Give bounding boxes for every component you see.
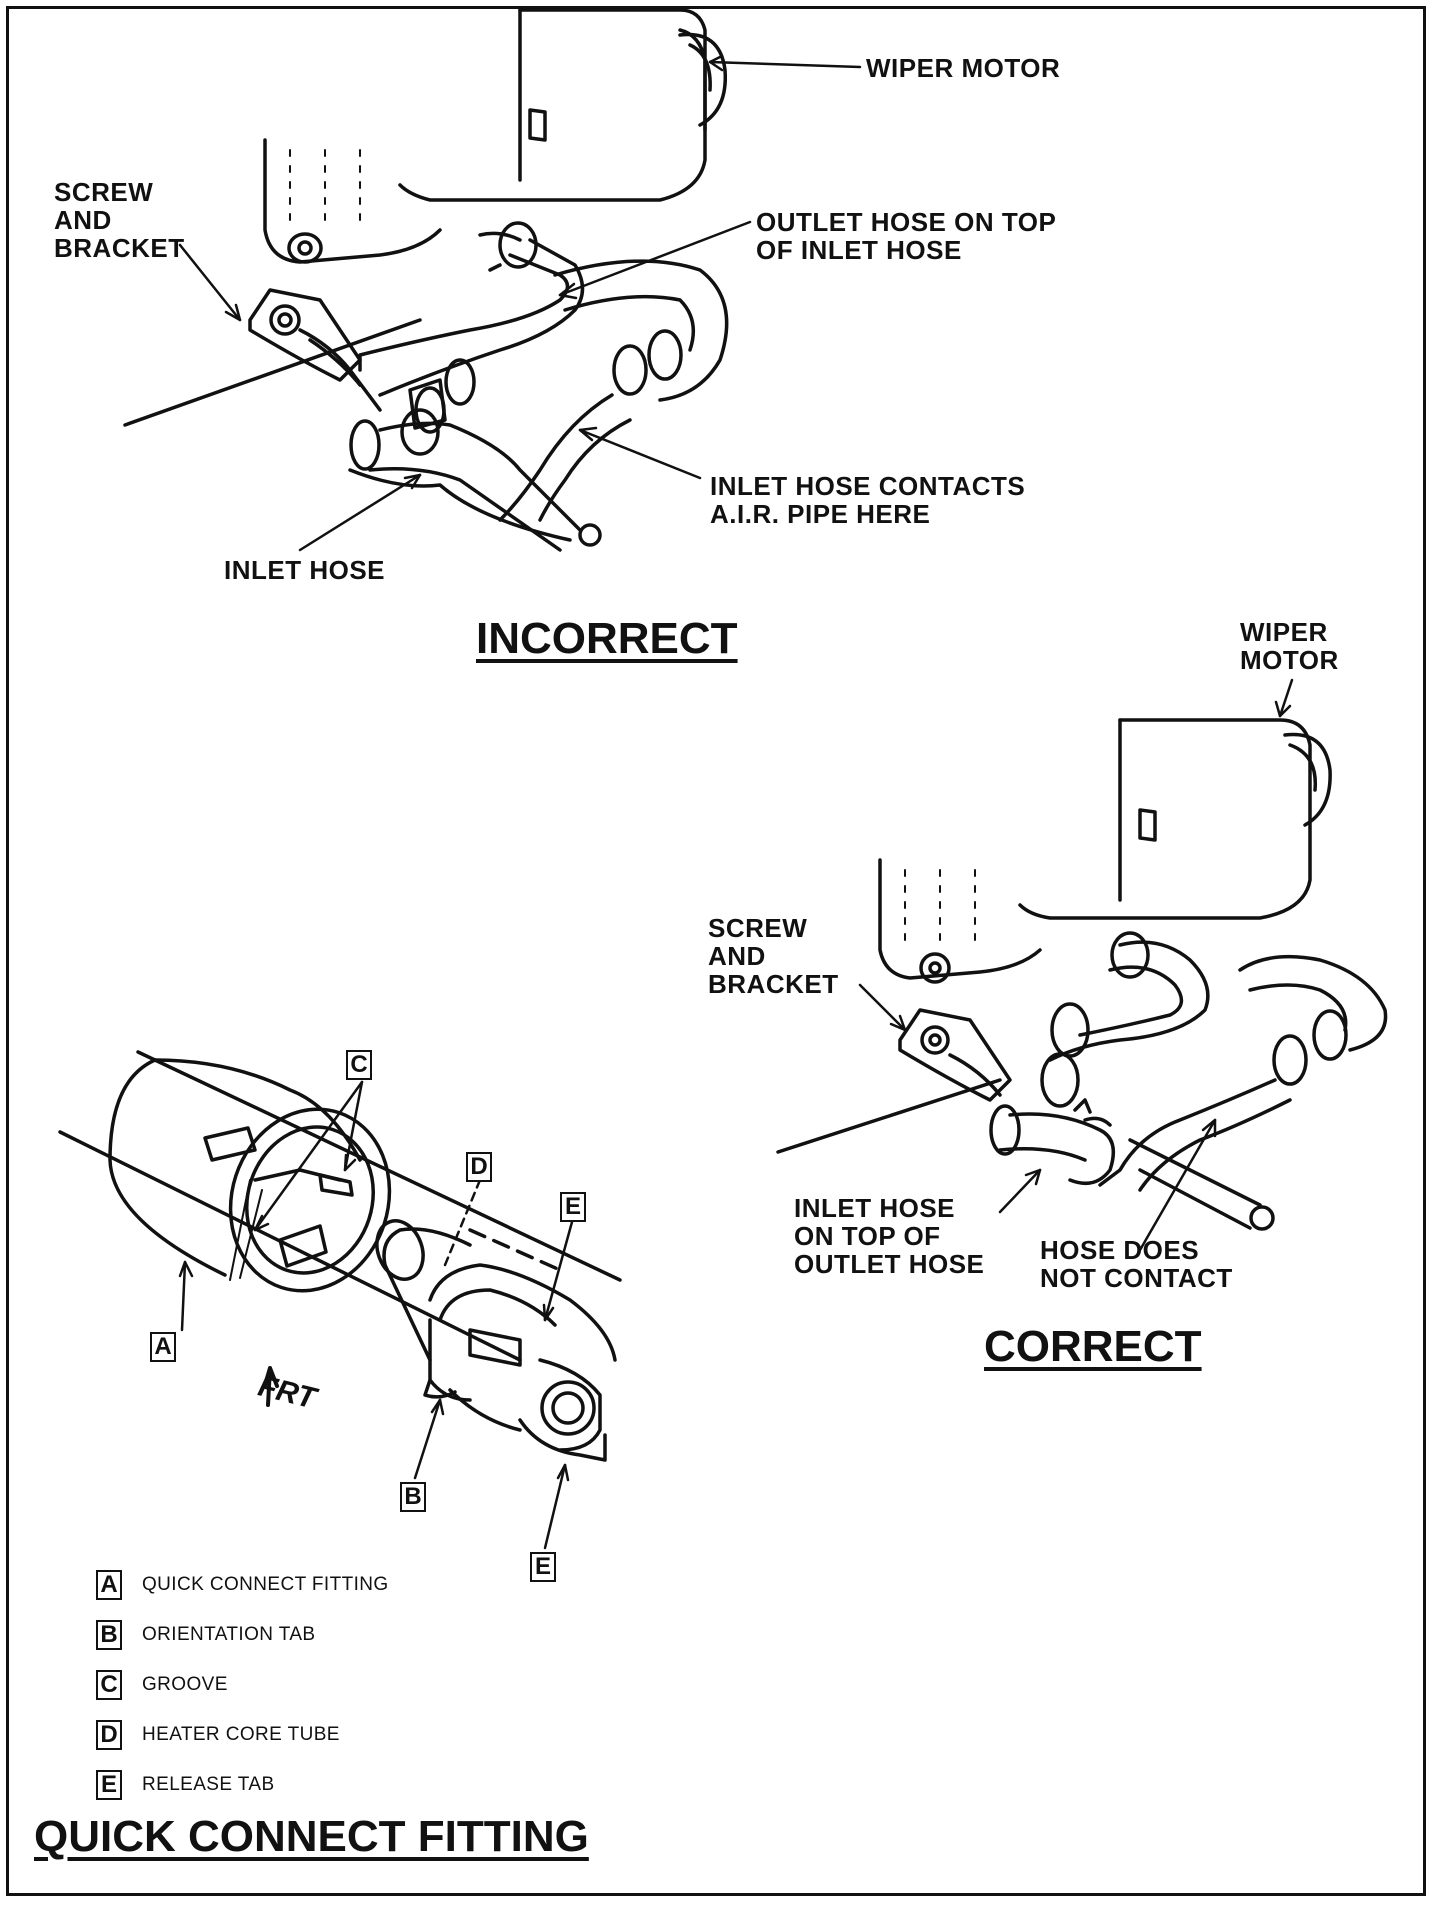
legend-key: D xyxy=(96,1720,122,1750)
hose-does-not-contact-label: HOSE DOES NOT CONTACT xyxy=(1040,1235,1233,1293)
legend-row: C GROOVE xyxy=(96,1660,389,1710)
legend-text: HEATER CORE TUBE xyxy=(142,1724,340,1745)
incorrect-screw-bracket-label: SCREW AND BRACKET xyxy=(54,177,185,263)
legend-text: QUICK CONNECT FITTING xyxy=(142,1574,389,1595)
release-clip-e xyxy=(428,1263,617,1362)
wiper-motor-body xyxy=(398,8,707,202)
wiper-motor-cap xyxy=(678,32,728,127)
motor-housing xyxy=(263,138,442,264)
correct-leaders xyxy=(858,678,1294,1252)
quick-connect-title: QUICK CONNECT FITTING xyxy=(34,1812,589,1861)
fitting-a-body xyxy=(108,1058,227,1277)
quick-connect-leaders xyxy=(178,1080,574,1550)
callout-e-bottom: E xyxy=(530,1552,556,1582)
incorrect-title: INCORRECT xyxy=(476,614,738,663)
inlet-hose-label: INLET HOSE xyxy=(224,555,386,585)
legend-row: B ORIENTATION TAB xyxy=(96,1610,389,1660)
legend-row: D HEATER CORE TUBE xyxy=(96,1710,389,1760)
page-frame xyxy=(6,6,1426,1896)
inlet-hose-lower xyxy=(378,421,582,532)
incorrect-wiper-motor-label: WIPER MOTOR xyxy=(866,53,1061,83)
correct-loop-hose xyxy=(1238,954,1388,1052)
outlet-hose xyxy=(358,253,570,372)
callout-b: B xyxy=(400,1482,426,1512)
outlet-hose-label: OUTLET HOSE ON TOP OF INLET HOSE xyxy=(756,207,1057,265)
quick-connect-illustration xyxy=(58,1050,622,1462)
inlet-hose-contacts-label: INLET HOSE CONTACTS A.I.R. PIPE HERE xyxy=(710,471,1026,529)
legend: A QUICK CONNECT FITTING B ORIENTATION TA… xyxy=(96,1560,389,1810)
callout-d: D xyxy=(466,1152,492,1182)
legend-key: C xyxy=(96,1670,122,1700)
incorrect-leaders xyxy=(178,54,862,552)
correct-wiper-motor-label: WIPER MOTOR xyxy=(1240,617,1339,675)
legend-key: E xyxy=(96,1770,122,1800)
callout-c: C xyxy=(346,1050,372,1080)
incorrect-illustration xyxy=(123,8,729,552)
correct-upper-hose xyxy=(1048,940,1210,1062)
correct-illustration xyxy=(776,718,1388,1231)
legend-text: RELEASE TAB xyxy=(142,1774,275,1795)
callout-a: A xyxy=(150,1332,176,1362)
correct-title: CORRECT xyxy=(984,1322,1202,1371)
legend-text: ORIENTATION TAB xyxy=(142,1624,316,1645)
correct-inlet-hose xyxy=(1008,1112,1116,1186)
legend-key: A xyxy=(96,1570,122,1600)
legend-row: A QUICK CONNECT FITTING xyxy=(96,1560,389,1610)
frt-arrow-icon xyxy=(263,1366,279,1407)
correct-bracket xyxy=(898,1008,1012,1102)
callout-e-top: E xyxy=(560,1192,586,1222)
inlet-hose-on-top-label: INLET HOSE ON TOP OF OUTLET HOSE xyxy=(794,1193,985,1279)
legend-key: B xyxy=(96,1620,122,1650)
inlet-loop-hose xyxy=(553,259,729,402)
heater-core-tube-d xyxy=(382,1227,472,1267)
legend-text: GROOVE xyxy=(142,1674,228,1695)
correct-screw-bracket-label: SCREW AND BRACKET xyxy=(708,913,839,999)
legend-row: E RELEASE TAB xyxy=(96,1760,389,1810)
correct-wiper-motor xyxy=(1018,718,1312,920)
